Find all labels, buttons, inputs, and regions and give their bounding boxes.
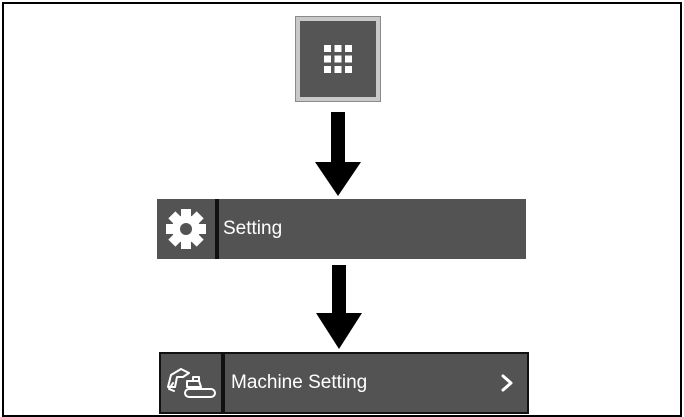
excavator-icon	[167, 368, 216, 398]
menu-button-face	[300, 21, 376, 97]
chevron-cell	[487, 373, 527, 393]
arrow-gap	[328, 259, 346, 265]
setting-icon-cell	[157, 199, 215, 259]
setting-separator	[215, 199, 219, 259]
down-arrow-2	[316, 265, 362, 349]
machine-setting-menu-item[interactable]: Machine Setting	[159, 352, 529, 414]
gear-icon	[166, 209, 206, 249]
machine-separator	[221, 354, 225, 412]
machine-setting-label: Machine Setting	[231, 372, 368, 393]
grid-icon	[324, 45, 352, 73]
machine-icon-cell	[161, 354, 221, 412]
down-arrow-1	[315, 112, 361, 196]
chevron-right-icon	[501, 374, 513, 392]
setting-menu-item[interactable]: Setting	[157, 199, 526, 259]
menu-button[interactable]	[295, 16, 381, 102]
setting-label: Setting	[223, 218, 283, 239]
